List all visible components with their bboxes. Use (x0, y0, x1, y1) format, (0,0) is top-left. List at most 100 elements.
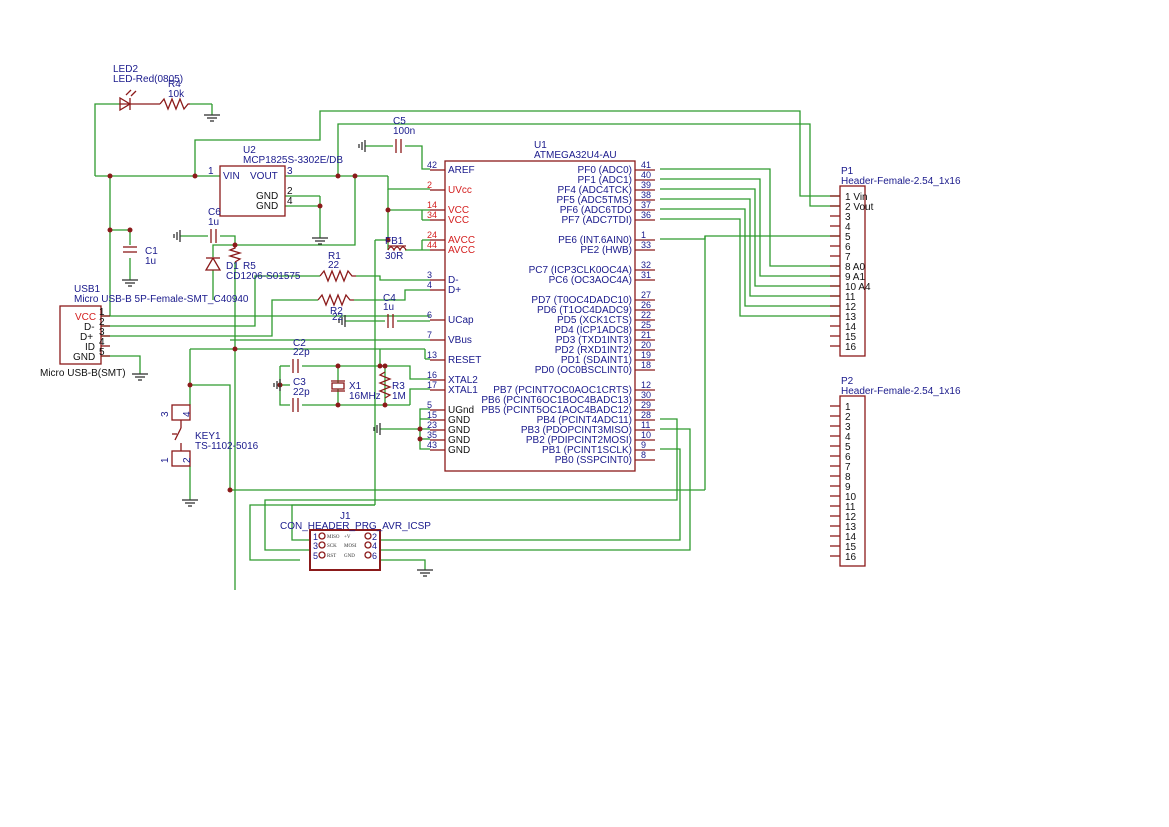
j1-pin-num: 6 (372, 551, 377, 561)
u1-pin-num: 15 (427, 410, 437, 420)
u1-pin-name: PB7 (PCINT7OC0AOC1CRTS) (493, 385, 632, 396)
u1-pin-name: PB6 (PCINT6OC1BOC4BADC13) (481, 395, 632, 406)
c3-value: 22p (293, 387, 310, 398)
c4[interactable]: C4 1u (383, 293, 396, 328)
u1-pin-num: 39 (641, 180, 651, 190)
c2-ref: C2 (293, 338, 306, 349)
u1-value: ATMEGA32U4-AU (534, 150, 617, 161)
c1[interactable]: C1 1u (123, 246, 158, 267)
u1-pin-name: PF1 (ADC1) (578, 175, 632, 186)
u1-pin-num: 38 (641, 190, 651, 200)
fb1[interactable]: FB1 30R (385, 236, 407, 262)
c2[interactable]: C2 22p (292, 338, 310, 373)
usb1-pin-num: 3 (99, 327, 105, 338)
d1[interactable]: D1 CD1206-S01575 (204, 256, 301, 282)
usb1-pin-name: GND (73, 352, 95, 363)
x1[interactable]: X1 16MHz (331, 380, 381, 402)
r1[interactable]: R1 22 (319, 251, 356, 283)
u1-pin-name: RESET (448, 355, 481, 366)
u1-pin-num: 16 (427, 370, 437, 380)
p1-ref: P1 (841, 166, 854, 177)
u1-pin-name: XTAL2 (448, 375, 478, 386)
header-pin-label: 9 A1 (845, 272, 865, 283)
u1-pin-name: PC6 (OC3AOC4A) (549, 275, 632, 286)
header-pin-label: 1 Vin (845, 192, 868, 203)
u1-pin-name: AREF (448, 165, 475, 176)
fb1-value: 30R (385, 251, 403, 262)
c5[interactable]: C5 100n (393, 116, 415, 153)
u1-pin-name: AVCC (448, 235, 475, 246)
u1-ref: U1 (534, 140, 547, 151)
u1-pin-num: 2 (427, 180, 432, 190)
led2-ref: LED2 (113, 64, 138, 75)
j1-pin-pad (318, 551, 326, 559)
usb1[interactable]: USB1 Micro USB-B 5P-Female-SMT_C40940 Mi… (40, 284, 249, 379)
header-pin-label: 2 Vout (845, 202, 874, 213)
d1-ref: D1 (226, 261, 239, 272)
u1-pin-num: 17 (427, 380, 437, 390)
r3[interactable]: R3 1M (378, 371, 406, 402)
u1-pin-name: PB3 (PDOPCINT3MISO) (521, 425, 632, 436)
j1-pin-label: +V (344, 535, 351, 540)
key1-pin: 4 (182, 411, 193, 417)
c1-value: 1u (145, 256, 156, 267)
u2[interactable]: U2 MCP1825S-3302E/DB VIN VOUT GND GND 1 … (208, 145, 343, 217)
u1-pin-name: PD5 (XCK1CTS) (557, 315, 632, 326)
c5-value: 100n (393, 126, 415, 137)
u1-pin-num: 40 (641, 170, 651, 180)
header-pin-label: 11 (845, 292, 856, 303)
u1-pin-num: 22 (641, 310, 651, 320)
header-pin-label: 14 (845, 532, 857, 543)
j1-pin-num: 1 (313, 532, 318, 542)
c6[interactable]: C6 1u (208, 207, 221, 243)
ground-icon (273, 379, 281, 391)
u2-pin-vout: VOUT (250, 171, 278, 182)
u1-pin-num: 24 (427, 230, 437, 240)
u1-pin-num: 6 (427, 310, 432, 320)
key1[interactable]: 3 4 1 2 KEY1 TS-1102-5016 (160, 404, 259, 467)
c2-value: 22p (293, 347, 310, 358)
header-pin-label: 15 (845, 332, 857, 343)
key1-ref: KEY1 (195, 431, 221, 442)
r5[interactable]: R5 (227, 245, 256, 272)
r3-ref: R3 (392, 381, 405, 392)
key1-pin: 2 (182, 457, 193, 463)
r2[interactable]: R2 22 (317, 293, 354, 323)
r3-value: 1M (392, 391, 406, 402)
u2-pin-vin: VIN (223, 171, 240, 182)
u1-pin-num: 1 (641, 230, 646, 240)
u2-pin-num: 4 (287, 196, 293, 207)
c3[interactable]: C3 22p (292, 377, 310, 412)
c4-ref: C4 (383, 293, 396, 304)
usb1-footprint: Micro USB-B(SMT) (40, 368, 126, 379)
u1-pin-num: 28 (641, 410, 651, 420)
u1-pin-name: PF6 (ADC6TDO (560, 205, 632, 216)
r2-ref: R2 (330, 306, 343, 317)
header-pin-label: 9 (845, 482, 851, 493)
junctions (107, 173, 423, 493)
u1-pin-num: 4 (427, 280, 432, 290)
u1-pin-num: 3 (427, 270, 432, 280)
led2[interactable]: LED2 LED-Red(0805) (113, 64, 183, 112)
header-pin-label: 16 (845, 552, 857, 563)
u1-pin-name: AVCC (448, 245, 475, 256)
u1-pin-num: 12 (641, 380, 651, 390)
u1-pin-name: GND (448, 425, 470, 436)
u1-pin-name: PB4 (PCINT4ADC11) (537, 415, 632, 426)
r4[interactable]: R4 10k (159, 79, 190, 111)
p2-ref: P2 (841, 376, 854, 387)
c6-ref: C6 (208, 207, 221, 218)
p2[interactable]: P2 Header-Female-2.54_1x16 1234567891011… (830, 376, 961, 567)
usb1-pin-name: ID (85, 342, 95, 353)
r4-ref: R4 (168, 79, 181, 90)
u1-pin-name: PF4 (ADC4TCK) (558, 185, 632, 196)
u2-pin-gnd: GND (256, 191, 278, 202)
u1-pin-name: GND (448, 435, 470, 446)
header-pin-label: 5 (845, 442, 851, 453)
header-pin-label: 10 A4 (845, 282, 871, 293)
